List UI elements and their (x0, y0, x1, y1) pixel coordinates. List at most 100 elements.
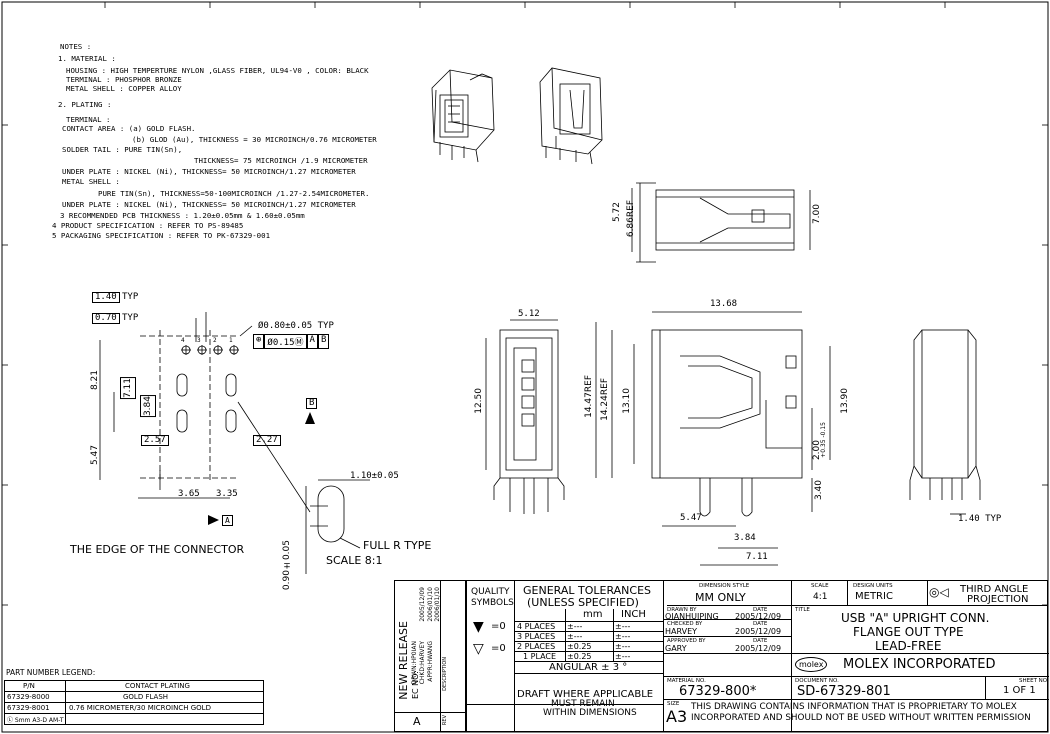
pin-number: 1 (229, 337, 233, 344)
approved-by-value: GARY (665, 644, 687, 653)
company-name: MOLEX INCORPORATED (843, 657, 996, 672)
dim-7-11: 7.11 (120, 377, 136, 400)
mm-header: mm (583, 609, 603, 620)
dimension-style-value: MM ONLY (695, 591, 746, 604)
inch-header: INCH (621, 609, 646, 620)
legend-cell: 67329-8001 (7, 704, 50, 712)
side-view-middle (595, 311, 831, 566)
full-r-type-label: FULL R TYPE (363, 539, 432, 552)
dim-14-47-ref: 14.47REF (584, 375, 594, 418)
molex-logo: molex (795, 657, 828, 672)
approved-date-value: 2005/12/09 (735, 644, 782, 653)
legend-cell: 67329-8000 (7, 693, 50, 701)
dim-12-50: 12.50 (474, 388, 484, 414)
datum-b-label: B (306, 398, 318, 409)
unless-specified-label: (UNLESS SPECIFIED) (527, 596, 639, 609)
symbols-label: SYMBOLS (471, 598, 514, 608)
title-label: TITLE (795, 607, 810, 613)
rev-value: A (413, 715, 421, 728)
scale-label: SCALE 8:1 (326, 554, 383, 567)
quality-symbol-2-value: =0 (491, 643, 506, 654)
edge-label: THE EDGE OF THE CONNECTOR (70, 543, 245, 556)
note-line: TERMINAL : (66, 115, 111, 124)
dim-3-40: 3.40 (814, 480, 824, 501)
drwn-label: DRWN:HP0IAN (411, 641, 418, 685)
note-line: PURE TIN(Sn), THICKNESS=50-100MICROINCH … (98, 189, 370, 198)
legend-header-pn: P/N (23, 682, 35, 690)
tolerance-row: ±0.25 (567, 652, 592, 661)
dim-1-40-typ: 1.40 TYP (958, 514, 1002, 524)
sheet-no-value: 1 OF 1 (1003, 685, 1036, 696)
dim-2-27: 2.27 (253, 435, 281, 446)
description-label: DESCRIPTION (442, 657, 448, 691)
checked-date-value: 2005/12/09 (735, 627, 782, 636)
fcf-tolerance: Ø0.15Ⓜ (264, 334, 307, 349)
sheet-no-label: SHEET NO. (1019, 678, 1049, 684)
front-view (485, 319, 565, 514)
fcf-position-symbol: ⊕ (253, 334, 265, 349)
chkd-label: CHKD:HARVEY (419, 641, 426, 685)
drawing-title: USB "A" UPRIGHT CONN. (841, 611, 990, 625)
dim-14-24-ref: 14.24REF (600, 378, 610, 421)
dim-3-65: 3.65 (178, 489, 200, 499)
notes-title: NOTES : (60, 42, 92, 51)
dim-6-86-ref: 6.86REF (626, 200, 636, 238)
legend-cell: GOLD FLASH (123, 693, 169, 701)
dim-8-21: 8.21 (90, 370, 100, 391)
quality-label: QUALITY (471, 587, 510, 597)
size-label: SIZE (667, 701, 680, 707)
pin-number: 3 (197, 337, 201, 344)
revision-block: NEW RELEASE EC NO: DRWN:HP0IAN CHKD:HARV… (394, 580, 466, 732)
drawn-by-value: QIANHUIPING (665, 612, 719, 621)
fcf-datum-a: A (306, 334, 318, 349)
quality-symbol-2-icon: ▽ (473, 641, 484, 657)
tolerance-row: 1 PLACE (523, 652, 557, 661)
dim-2-00-tolerance: +0.35 -0.15 (820, 422, 827, 458)
date-label: DATE (753, 621, 768, 627)
dim-1-40-box: 1.40 (92, 292, 120, 303)
note-line: METAL SHELL : (62, 177, 120, 186)
dimension-style-label: DIMENSION STYLE (699, 583, 750, 589)
title-block: QUALITY SYMBOLS ▼ =0 ▽ =0 GENERAL TOLERA… (466, 580, 1049, 732)
date-label: DATE (753, 607, 768, 613)
isometric-view-left (431, 69, 495, 163)
tolerance-row: ±--- (615, 632, 631, 641)
tolerance-row: ±--- (615, 642, 631, 651)
new-release-label: NEW RELEASE (397, 621, 410, 700)
dim-typ-label: TYP (122, 292, 139, 302)
dim-hole-diameter: Ø0.80±0.05 TYP (258, 321, 334, 331)
dim-slot-width: 1.10±0.05 (350, 471, 399, 481)
rev-date: 2006/01/10 (434, 587, 441, 622)
dim-slot-height: 0.90±0.05 (282, 540, 292, 591)
pin-number: 4 (181, 337, 185, 344)
quality-symbol-1-value: =0 (491, 621, 506, 632)
draft-note: WITHIN DIMENSIONS (543, 708, 637, 718)
drawn-date-value: 2005/12/09 (735, 612, 782, 621)
date-label: DATE (753, 638, 768, 644)
quality-symbol-icon: ▼ (473, 619, 484, 635)
tolerance-row: ±0.25 (567, 642, 592, 651)
dim-13-90: 13.90 (840, 388, 850, 414)
projection-symbol-icon: ◎◁ (929, 585, 949, 599)
dim-5-12: 5.12 (518, 309, 540, 319)
checked-by-value: HARVEY (665, 627, 698, 636)
tolerance-row: 2 PLACES (517, 642, 556, 651)
note-line: 2. PLATING : (58, 100, 112, 109)
design-units-value: METRIC (855, 591, 893, 602)
material-no-value: 67329-800* (679, 684, 757, 699)
isometric-view-right (539, 67, 603, 165)
material-no-label: MATERIAL NO. (667, 678, 706, 684)
dim-typ-label: TYP (122, 313, 139, 323)
drawing-title: FLANGE OUT TYPE (853, 625, 964, 639)
dim-7-11-horizontal: 7.11 (746, 552, 768, 562)
scale-label: SCALE (811, 583, 829, 589)
note-line: 5 PACKAGING SPECIFICATION : REFER TO PK-… (52, 231, 271, 240)
dim-5-47-horizontal: 5.47 (680, 513, 702, 523)
tolerance-row: ±--- (567, 632, 583, 641)
side-view-top (631, 182, 811, 263)
proprietary-notice: THIS DRAWING CONTAINS INFORMATION THAT I… (691, 702, 1017, 712)
approved-by-label: APPROVED BY (667, 638, 706, 644)
legend-footer: Ⓛ Smm A3-D AM-T (7, 717, 64, 724)
projection-label: THIRD ANGLE (960, 584, 1029, 595)
rev-label: REV (442, 715, 448, 726)
